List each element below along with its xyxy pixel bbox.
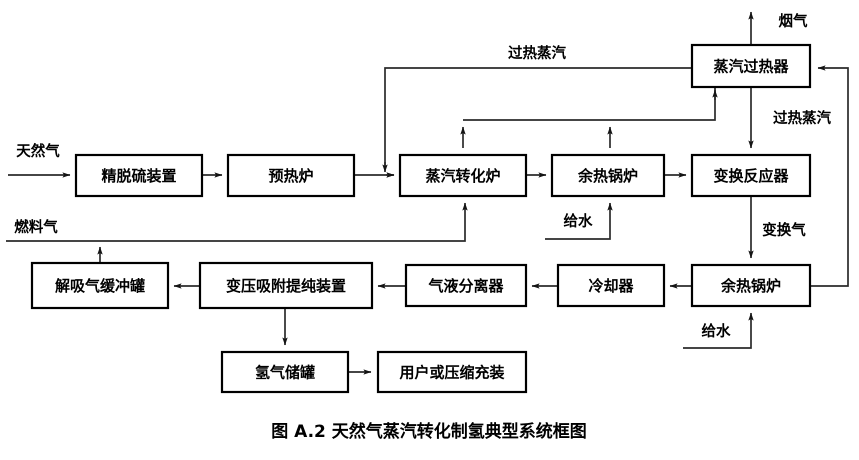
process-boxes: 精脱硫装置 预热炉 蒸汽转化炉 余热锅炉 变换反应器 蒸汽过热器 xyxy=(30,43,812,394)
figure-caption: 图 A.2 天然气蒸汽转化制氢典型系统框图 xyxy=(271,421,587,442)
label-shift-gas: 变换气 xyxy=(762,221,806,239)
box-label-desulfurization: 精脱硫装置 xyxy=(101,167,176,185)
box-label-steam-superheater: 蒸汽过热器 xyxy=(713,58,789,76)
box-label-gas-liquid-separator: 气液分离器 xyxy=(427,277,504,295)
box-label-waste-heat-boiler-top: 余热锅炉 xyxy=(577,167,638,185)
label-natural-gas: 天然气 xyxy=(16,142,60,160)
label-superheated-steam-top: 过热蒸汽 xyxy=(508,44,566,62)
box-steam-reformer[interactable]: 蒸汽转化炉 xyxy=(398,153,528,198)
box-waste-heat-boiler-top[interactable]: 余热锅炉 xyxy=(550,153,666,198)
box-shift-reactor[interactable]: 变换反应器 xyxy=(690,153,812,198)
flow-feedwater-to-boiler-top xyxy=(545,202,613,240)
label-fuel-gas: 燃料气 xyxy=(14,218,58,236)
box-label-psa-purification: 变压吸附提纯装置 xyxy=(226,277,346,295)
box-label-cooler: 冷却器 xyxy=(588,277,634,295)
box-psa-purification[interactable]: 变压吸附提纯装置 xyxy=(198,261,374,310)
box-user-or-compression[interactable]: 用户或压缩充装 xyxy=(376,350,528,394)
label-flue-gas: 烟气 xyxy=(779,12,808,30)
box-label-waste-heat-boiler-bottom: 余热锅炉 xyxy=(720,277,781,295)
box-label-hydrogen-storage-tank: 氢气储罐 xyxy=(255,364,315,382)
box-hydrogen-storage-tank[interactable]: 氢气储罐 xyxy=(220,350,350,394)
stream-labels: 天然气 燃料气 烟气 过热蒸汽 过热蒸汽 变换气 给水 给水 xyxy=(14,12,831,340)
box-preheat-furnace[interactable]: 预热炉 xyxy=(226,153,356,198)
box-waste-heat-boiler-bottom[interactable]: 余热锅炉 xyxy=(690,263,812,308)
flow-superheater-to-reformer-path xyxy=(384,67,692,169)
box-desorption-buffer-tank[interactable]: 解吸气缓冲罐 xyxy=(30,261,170,310)
box-gas-liquid-separator[interactable]: 气液分离器 xyxy=(404,263,528,308)
box-label-steam-reformer: 蒸汽转化炉 xyxy=(425,167,500,185)
box-label-preheat-furnace: 预热炉 xyxy=(268,167,313,185)
box-steam-superheater[interactable]: 蒸汽过热器 xyxy=(690,43,812,89)
box-cooler[interactable]: 冷却器 xyxy=(556,263,666,308)
flow-steam-header xyxy=(463,80,716,121)
flow-feedwater-to-boiler-bottom xyxy=(683,312,754,349)
box-desulfurization[interactable]: 精脱硫装置 xyxy=(74,153,204,198)
label-feedwater-top: 给水 xyxy=(564,212,593,230)
box-label-shift-reactor: 变换反应器 xyxy=(713,167,789,185)
label-feedwater-bottom: 给水 xyxy=(702,322,731,340)
box-label-desorption-buffer-tank: 解吸气缓冲罐 xyxy=(55,277,145,295)
flow-boiler-bottom-to-superheater xyxy=(810,65,849,287)
connector-lines xyxy=(6,11,849,375)
label-superheated-steam-right: 过热蒸汽 xyxy=(773,109,831,127)
box-label-user-or-compression: 用户或压缩充装 xyxy=(399,364,505,382)
flow-fuel-gas-to-reformer xyxy=(6,202,468,242)
